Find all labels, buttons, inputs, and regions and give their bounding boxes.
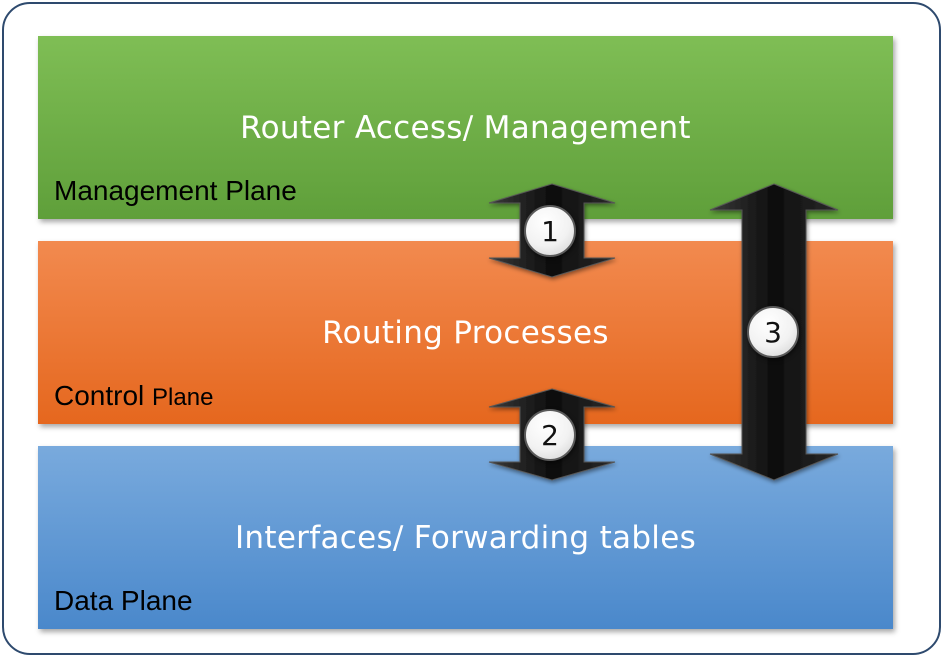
control-plane-label-text: Control	[54, 380, 153, 411]
data-plane-label: Data Plane	[54, 585, 193, 617]
data-plane-label-text: Data Plane	[54, 585, 193, 616]
arrow-3-number-badge: 3	[747, 306, 799, 358]
data-plane-title: Interfaces/ Forwarding tables	[234, 520, 697, 556]
management-plane-label: Management Plane	[54, 175, 297, 207]
control-plane-label: Control Plane	[54, 380, 213, 412]
management-plane-label-text: Management Plane	[54, 175, 297, 206]
control-plane-title: Routing Processes	[322, 315, 609, 351]
data-plane: Interfaces/ Forwarding tables Data Plane	[38, 446, 893, 629]
management-plane: Router Access/ Management Management Pla…	[38, 36, 893, 219]
arrow-1-number-badge: 1	[524, 205, 576, 257]
control-plane-label-suffix: Plane	[152, 384, 214, 411]
arrow-2-number-badge: 2	[524, 409, 576, 461]
management-plane-title: Router Access/ Management	[240, 110, 691, 146]
